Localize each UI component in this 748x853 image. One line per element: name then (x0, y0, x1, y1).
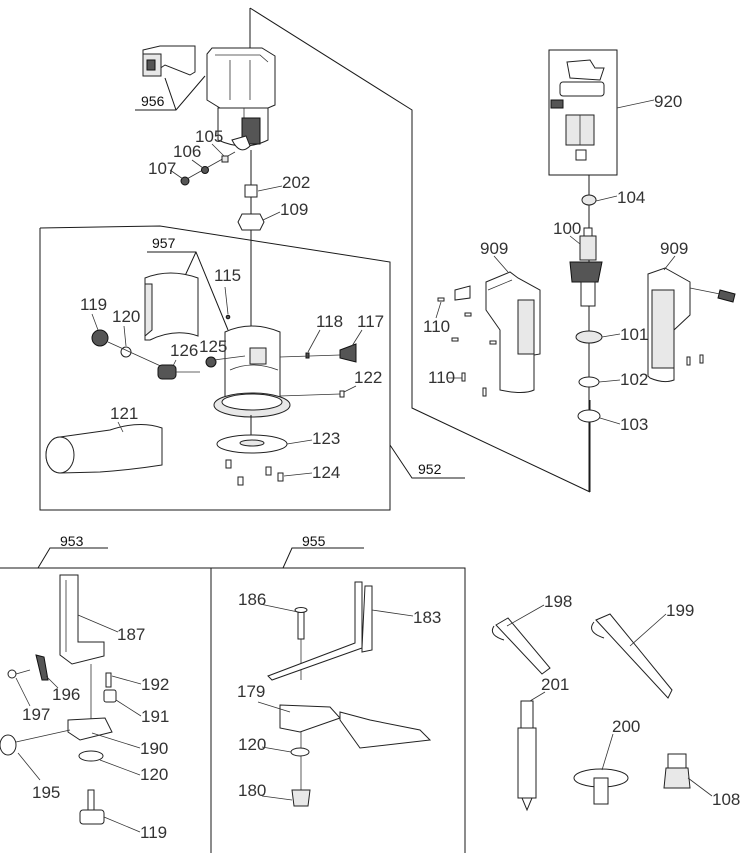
label-196: 196 (52, 685, 80, 704)
part-909-left-housing (454, 271, 541, 393)
label-202: 202 (282, 173, 310, 192)
label-103: 103 (620, 415, 648, 434)
label-124: 124 (312, 463, 340, 482)
part-197-screw (7, 669, 17, 679)
part-117-lever (339, 343, 357, 363)
label-198: 198 (544, 592, 572, 611)
label-110-top: 110 (423, 317, 450, 336)
label-119-base: 119 (80, 295, 107, 314)
housing-cover-956 (142, 45, 276, 151)
part-119-knob-953 (79, 789, 105, 825)
group-label-953: 953 (60, 533, 84, 549)
label-200: 200 (612, 717, 640, 736)
part-191-bushing (103, 689, 117, 703)
label-102: 102 (620, 370, 648, 389)
group-label-952: 952 (418, 461, 442, 477)
label-126: 126 (170, 341, 198, 360)
part-104-bearing (581, 194, 597, 206)
part-195-knob (0, 729, 71, 756)
part-920-motor-stator (550, 59, 605, 161)
label-104: 104 (617, 188, 645, 207)
part-121-dust-hood (45, 424, 163, 474)
label-199: 199 (666, 601, 694, 620)
label-123: 123 (312, 429, 340, 448)
label-909-right: 909 (660, 239, 688, 258)
part-115 (225, 314, 231, 320)
part-957-shell (144, 272, 199, 341)
label-107: 107 (148, 159, 176, 178)
label-120-953: 120 (140, 765, 168, 784)
part-196-plate (35, 654, 49, 681)
label-197: 197 (22, 705, 50, 724)
label-105: 105 (195, 127, 223, 146)
label-180: 180 (238, 781, 266, 800)
part-108-collet (663, 753, 691, 789)
part-120-washer-953 (78, 750, 104, 762)
label-909-left: 909 (480, 239, 508, 258)
part-100-armature (569, 227, 603, 307)
group-label-920: 920 (654, 92, 682, 111)
part-101-bearing (575, 330, 603, 344)
part-105-107-screws (180, 151, 236, 186)
group-label-957: 957 (152, 235, 176, 251)
label-190: 190 (140, 739, 168, 758)
label-122: 122 (354, 368, 382, 387)
part-200-depth-stop (573, 768, 629, 805)
label-108: 108 (712, 790, 740, 809)
part-199-wrench (591, 613, 673, 699)
label-125: 125 (199, 337, 227, 356)
base-assembly-box (39, 225, 465, 511)
part-179-circle-guide (279, 704, 432, 749)
part-109-nut (237, 213, 265, 231)
part-190-block (67, 717, 113, 741)
label-186: 186 (238, 590, 266, 609)
label-120-955: 120 (238, 735, 266, 754)
part-102-ring (578, 376, 600, 388)
label-110-bottom: 110 (428, 368, 455, 387)
part-202 (244, 184, 258, 198)
label-120-base: 120 (112, 307, 140, 326)
label-115: 115 (214, 266, 241, 285)
part-909-right-housing (647, 267, 736, 383)
part-125-spring (205, 356, 217, 368)
part-119-knob (91, 329, 109, 347)
label-187: 187 (117, 625, 145, 644)
label-192: 192 (141, 675, 169, 694)
part-198-wrench (491, 617, 551, 675)
group-label-956: 956 (141, 93, 165, 109)
bottom-panels-frame (0, 547, 466, 853)
label-183: 183 (413, 608, 441, 627)
label-191: 191 (141, 707, 169, 726)
router-base-body (213, 325, 291, 418)
part-124-screws (225, 459, 284, 486)
part-187-fence-bracket (59, 574, 105, 665)
part-120-washer-955 (290, 747, 310, 757)
part-118 (305, 352, 310, 359)
part-103-o-ring (577, 409, 601, 423)
label-117: 117 (357, 312, 384, 331)
part-201-shaft-lock (517, 700, 537, 812)
assembly-frame (249, 7, 591, 493)
part-122-screw (339, 390, 345, 398)
label-101: 101 (620, 325, 648, 344)
label-106: 106 (173, 142, 201, 161)
label-201: 201 (541, 675, 569, 694)
label-121: 121 (110, 404, 138, 423)
part-126-knob (157, 364, 177, 380)
group-label-955: 955 (302, 533, 326, 549)
leader-956 (135, 75, 206, 111)
motor-assembly-box-920 (548, 49, 618, 176)
part-183-guide-bracket (267, 581, 363, 681)
part-192-screw (105, 672, 112, 688)
label-195: 195 (32, 783, 60, 802)
part-180-pivot (291, 789, 311, 807)
part-186-pin (297, 610, 305, 640)
label-118: 118 (316, 312, 343, 331)
part-110-screws-left (437, 297, 497, 397)
label-179: 179 (237, 682, 265, 701)
label-119-953: 119 (140, 823, 167, 842)
label-100: 100 (553, 219, 581, 238)
label-109: 109 (280, 200, 308, 219)
